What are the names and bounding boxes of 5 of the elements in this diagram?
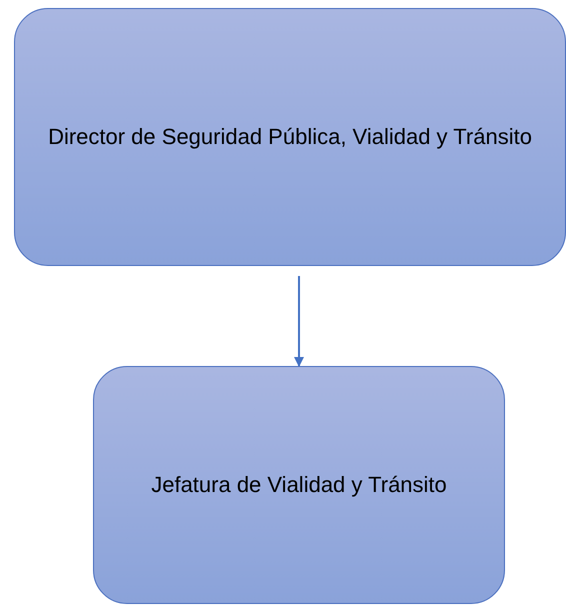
box-label: Director de Seguridad Pública, Vialidad y Tránsito — [48, 124, 532, 150]
box-label: Jefatura de Vialidad y Tránsito — [151, 472, 447, 498]
arrow — [294, 276, 304, 367]
rounded-box — [93, 366, 505, 604]
rounded-box — [14, 8, 566, 266]
